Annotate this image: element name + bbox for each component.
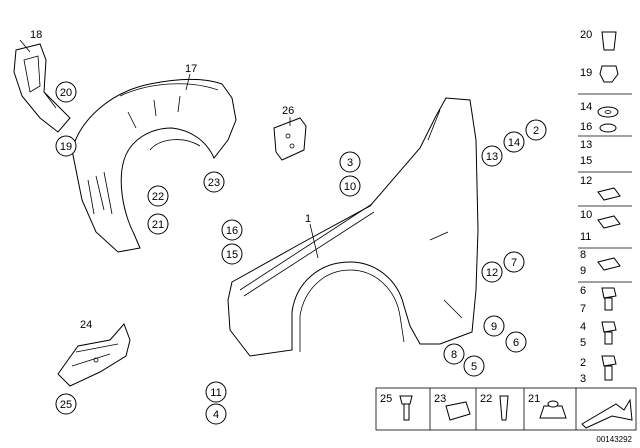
callout-22[interactable]: 22 bbox=[147, 185, 169, 207]
part-1-fender bbox=[227, 97, 479, 357]
svg-text:7: 7 bbox=[511, 257, 517, 269]
callout-8a[interactable]: 8 bbox=[443, 343, 465, 365]
svg-text:8: 8 bbox=[451, 349, 457, 361]
legend-label-4: 4 bbox=[580, 321, 586, 333]
legend-label-5: 5 bbox=[580, 337, 586, 349]
label-18: 18 bbox=[30, 29, 42, 41]
screw-icon bbox=[399, 395, 413, 405]
nut-icon-21 bbox=[539, 405, 567, 419]
reference-number: 00143292 bbox=[596, 435, 632, 444]
label-26: 26 bbox=[282, 105, 294, 117]
svg-text:11: 11 bbox=[210, 387, 221, 399]
callout-6a[interactable]: 6 bbox=[505, 331, 527, 353]
legend-label-19: 19 bbox=[580, 67, 592, 79]
svg-text:19: 19 bbox=[60, 141, 72, 153]
svg-text:3: 3 bbox=[347, 157, 353, 169]
callout-16a[interactable]: 16 bbox=[221, 219, 243, 241]
part-24-bracket bbox=[57, 323, 131, 387]
clip-icon-23 bbox=[445, 401, 471, 421]
callout-15a[interactable]: 15 bbox=[221, 243, 243, 265]
label-1: 1 bbox=[305, 213, 311, 225]
callout-7a[interactable]: 7 bbox=[503, 251, 525, 273]
legend-label-9: 9 bbox=[580, 265, 586, 277]
svg-text:20: 20 bbox=[60, 87, 72, 99]
legend-label-16: 16 bbox=[580, 121, 592, 133]
arrow-icon bbox=[581, 398, 633, 429]
legend-label-25: 25 bbox=[380, 393, 392, 405]
svg-text:10: 10 bbox=[344, 181, 356, 193]
clip-icon bbox=[601, 31, 617, 51]
bolt-icon bbox=[601, 287, 617, 299]
callout-9a[interactable]: 9 bbox=[483, 315, 505, 337]
legend-column: 20 19 14 16 13 15 12 10 11 8 9 6 7 bbox=[578, 29, 632, 385]
callout-5a[interactable]: 5 bbox=[463, 355, 485, 377]
svg-text:14: 14 bbox=[508, 137, 520, 149]
legend-label-10: 10 bbox=[580, 209, 592, 221]
part-17-wheel-arch-liner bbox=[71, 79, 237, 253]
callout-11a[interactable]: 11 bbox=[205, 381, 227, 403]
svg-text:13: 13 bbox=[486, 151, 498, 163]
callout-4a[interactable]: 4 bbox=[205, 403, 227, 425]
legend-row: 25 23 22 21 bbox=[375, 387, 637, 431]
callout-19a[interactable]: 19 bbox=[55, 135, 77, 157]
svg-text:23: 23 bbox=[208, 177, 220, 189]
legend-label-14: 14 bbox=[580, 101, 592, 113]
callout-3[interactable]: 3 bbox=[339, 151, 361, 173]
svg-text:22: 22 bbox=[152, 191, 164, 203]
callout-20a[interactable]: 20 bbox=[55, 81, 77, 103]
svg-text:21: 21 bbox=[152, 219, 164, 231]
svg-text:4: 4 bbox=[213, 409, 219, 421]
label-24: 24 bbox=[80, 319, 92, 331]
legend-label-21: 21 bbox=[528, 393, 540, 405]
legend-label-13: 13 bbox=[580, 139, 592, 151]
callout-2a[interactable]: 2 bbox=[525, 119, 547, 141]
svg-text:12: 12 bbox=[486, 267, 498, 279]
legend-label-8: 8 bbox=[580, 249, 586, 261]
svg-text:6: 6 bbox=[513, 337, 519, 349]
legend-label-23: 23 bbox=[434, 393, 446, 405]
legend-label-7: 7 bbox=[580, 303, 586, 315]
part-18-bracket bbox=[13, 39, 71, 133]
callout-12a[interactable]: 12 bbox=[481, 261, 503, 283]
svg-text:25: 25 bbox=[60, 399, 72, 411]
callout-21a[interactable]: 21 bbox=[147, 213, 169, 235]
svg-text:9: 9 bbox=[491, 321, 497, 333]
legend-label-20: 20 bbox=[580, 29, 592, 41]
callout-25a[interactable]: 25 bbox=[55, 393, 77, 415]
legend-label-11: 11 bbox=[580, 231, 591, 243]
nut-icon bbox=[599, 65, 619, 83]
svg-text:5: 5 bbox=[471, 361, 477, 373]
legend-label-22: 22 bbox=[480, 393, 492, 405]
svg-text:16: 16 bbox=[226, 225, 238, 237]
callout-23a[interactable]: 23 bbox=[203, 171, 225, 193]
svg-text:2: 2 bbox=[533, 125, 539, 137]
part-26-plate bbox=[273, 117, 307, 161]
legend-label-6: 6 bbox=[580, 285, 586, 297]
legend-label-2: 2 bbox=[580, 357, 586, 369]
rivet-icon bbox=[499, 395, 509, 421]
legend-label-3: 3 bbox=[580, 373, 586, 385]
legend-label-12: 12 bbox=[580, 175, 592, 187]
svg-text:15: 15 bbox=[226, 249, 238, 261]
washer-icon bbox=[597, 106, 619, 118]
legend-label-15: 15 bbox=[580, 155, 592, 167]
clipnut-icon bbox=[597, 187, 621, 201]
callout-14a[interactable]: 14 bbox=[503, 131, 525, 153]
callout-10a[interactable]: 10 bbox=[339, 175, 361, 197]
label-17: 17 bbox=[185, 63, 197, 75]
callout-13a[interactable]: 13 bbox=[481, 145, 503, 167]
